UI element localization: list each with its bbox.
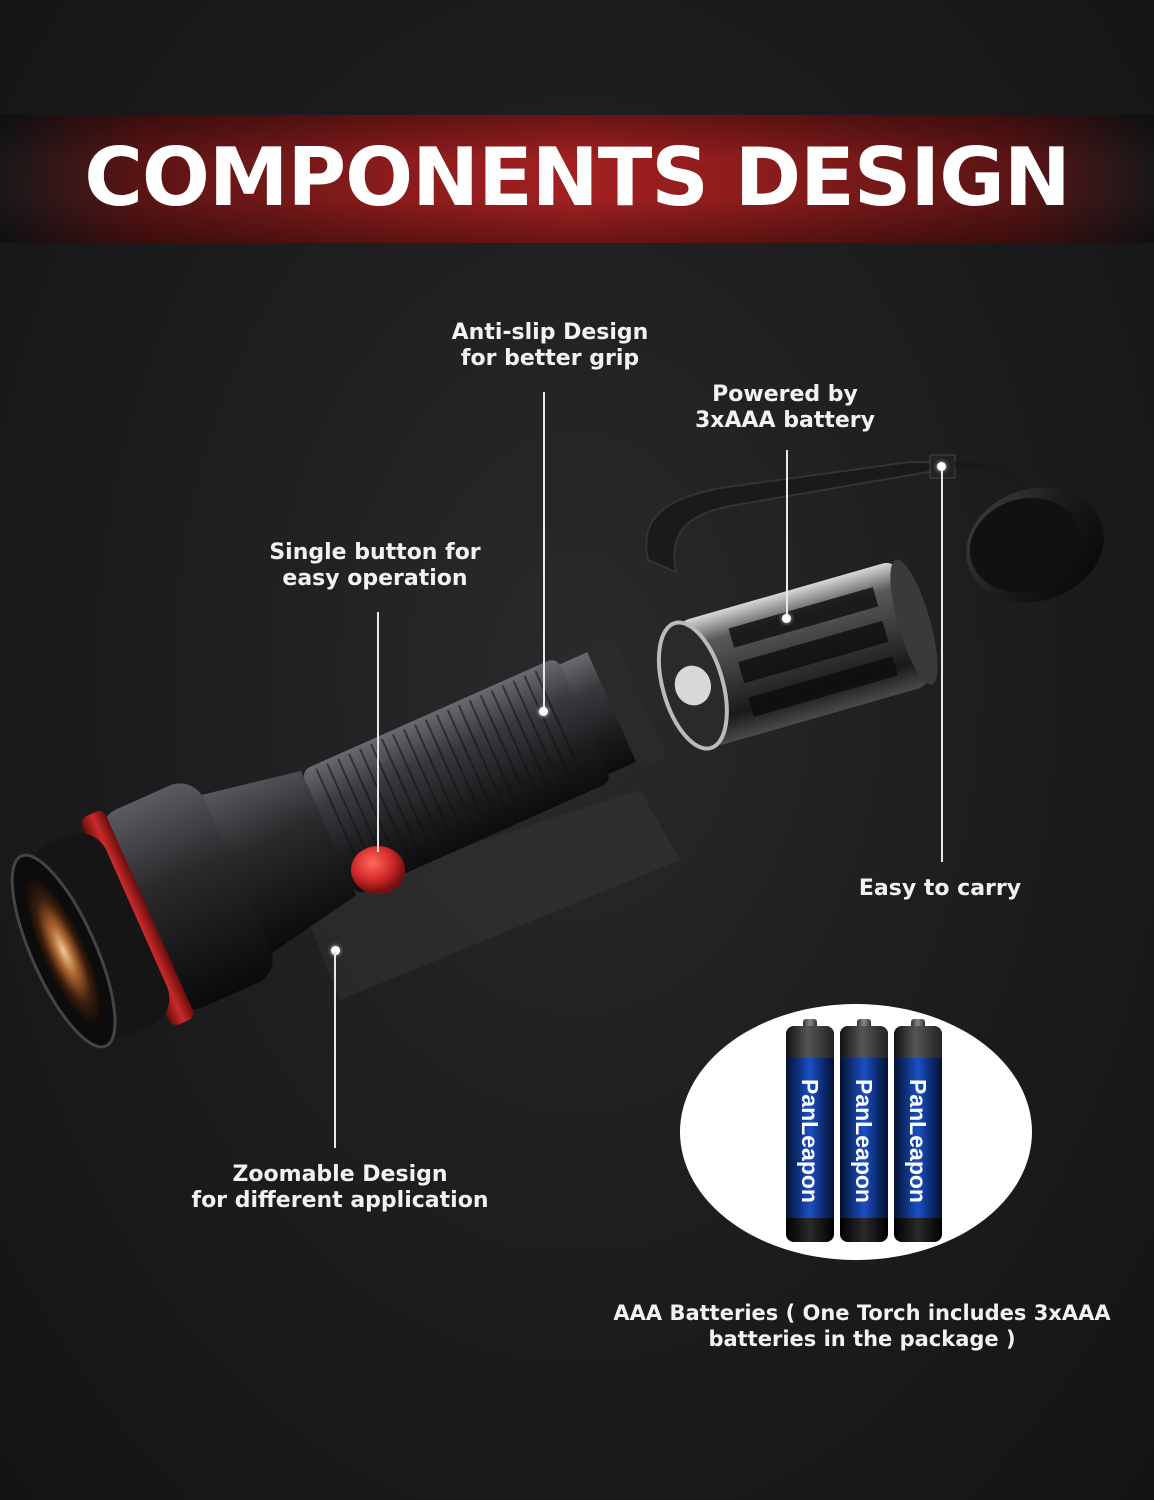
aaa-battery: PanLeapon: [786, 1019, 834, 1242]
aaa-battery: PanLeapon: [840, 1019, 888, 1242]
callout-anti-slip: Anti-slip Design for better grip: [420, 320, 680, 372]
batteries-note-line1: AAA Batteries ( One Torch includes 3xAAA: [613, 1301, 1111, 1325]
callout-zoomable-dot: [331, 946, 340, 955]
battery-brand: PanLeapon: [905, 1079, 931, 1203]
batteries-note: AAA Batteries ( One Torch includes 3xAAA…: [604, 1300, 1120, 1352]
callout-easy-carry: Easy to carry: [858, 876, 1022, 901]
callout-powered-line: [786, 450, 788, 618]
callout-anti-slip-dot: [539, 707, 548, 716]
callout-anti-slip-line2: for better grip: [460, 346, 640, 371]
callout-easy-carry-dot: [937, 462, 946, 471]
callout-single-button-line1: Single button for: [269, 540, 481, 565]
aaa-battery: PanLeapon: [894, 1019, 942, 1242]
callout-single-button: Single button for easy operation: [245, 540, 505, 592]
callout-zoomable-line: [334, 952, 336, 1148]
callout-powered-dot: [782, 614, 791, 623]
page-title: COMPONENTS DESIGN: [84, 131, 1071, 224]
callout-single-button-line2: easy operation: [282, 566, 468, 591]
battery-brand: PanLeapon: [851, 1079, 877, 1203]
callout-powered: Powered by 3xAAA battery: [660, 382, 910, 434]
batteries-note-line2: batteries in the package ): [708, 1327, 1016, 1351]
callout-zoomable-line2: for different application: [191, 1188, 489, 1213]
callout-easy-carry-line: [941, 468, 943, 862]
callout-powered-line1: Powered by: [712, 382, 858, 407]
callout-single-button-line: [377, 612, 379, 852]
callout-zoomable: Zoomable Design for different applicatio…: [180, 1162, 500, 1214]
battery-brand: PanLeapon: [797, 1079, 823, 1203]
callout-anti-slip-line1: Anti-slip Design: [451, 320, 649, 345]
title-banner: [0, 115, 1154, 243]
callout-powered-line2: 3xAAA battery: [695, 408, 875, 433]
callout-anti-slip-line: [543, 392, 545, 710]
callout-zoomable-line1: Zoomable Design: [232, 1162, 448, 1187]
